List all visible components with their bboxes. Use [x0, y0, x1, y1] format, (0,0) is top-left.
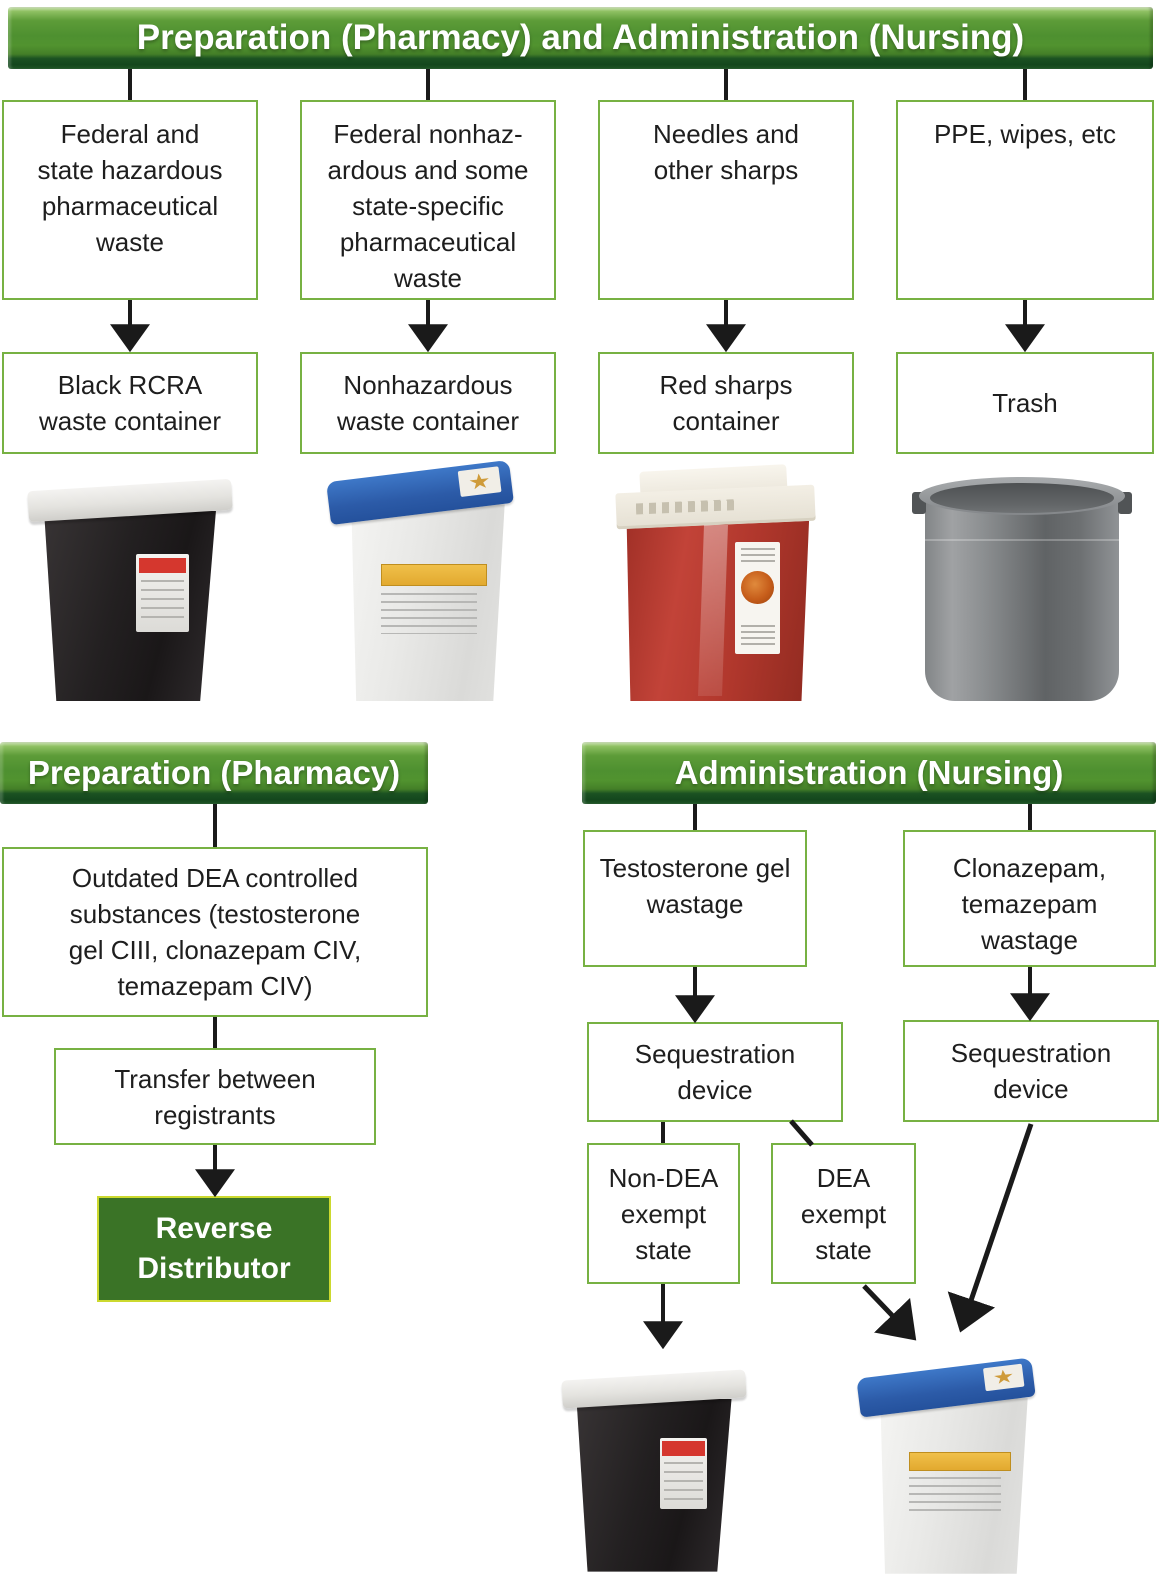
box-red-sharps-container: Red sharps container	[598, 352, 854, 454]
container-label-text	[381, 593, 477, 634]
box-sequestration-device-right: Sequestration device	[903, 1020, 1159, 1122]
stub-device-to-dea	[789, 1119, 814, 1147]
black-rcra-container-image	[27, 468, 233, 706]
biohazard-icon	[741, 570, 775, 604]
can-opening	[929, 482, 1115, 513]
container-label	[136, 553, 190, 633]
container-body	[44, 510, 216, 702]
box-dea-exempt-state: DEA exempt state	[771, 1143, 916, 1284]
black-rcra-container-image-2	[561, 1360, 747, 1576]
banner-preparation-pharmacy: Preparation (Pharmacy)	[0, 742, 428, 804]
box-trash: Trash	[896, 352, 1154, 454]
box-transfer-between-registrants: Transfer between registrants	[54, 1048, 376, 1145]
box-black-rcra-container: Black RCRA waste container	[2, 352, 258, 454]
container-body	[576, 1398, 732, 1572]
box-non-dea-exempt-state: Non-DEA exempt state	[587, 1143, 740, 1284]
box-ppe-wipes: PPE, wipes, etc	[896, 100, 1154, 300]
box-reverse-distributor: Reverse Distributor	[97, 1196, 331, 1302]
box-outdated-dea-substances: Outdated DEA controlled substances (test…	[2, 847, 428, 1017]
gray-trash-can-image	[912, 466, 1132, 706]
lid-tag	[982, 1363, 1025, 1392]
red-sharps-container-image	[612, 464, 828, 706]
star-icon	[469, 472, 491, 491]
box-clonazepam-temazepam-wastage: Clonazepam, temazepam wastage	[903, 830, 1156, 967]
arrow-device-to-white-container	[947, 1123, 1034, 1333]
banner-administration-nursing: Administration (Nursing)	[582, 742, 1156, 804]
box-sequestration-device-left: Sequestration device	[587, 1022, 843, 1122]
nonhazardous-container-image	[326, 459, 530, 706]
star-icon	[993, 1369, 1014, 1386]
box-testosterone-wastage: Testosterone gel wastage	[583, 830, 807, 967]
nonhazardous-container-image-2	[856, 1357, 1052, 1578]
banner-preparation-administration: Preparation (Pharmacy) and Administratio…	[8, 7, 1153, 69]
lid-tag	[457, 466, 502, 497]
arrow-dea-to-white-container	[862, 1284, 917, 1341]
container-label	[908, 1451, 1011, 1471]
container-label	[381, 564, 488, 586]
box-needles-sharps: Needles and other sharps	[598, 100, 854, 300]
box-federal-hazardous-waste: Federal and state hazardous pharmaceutic…	[2, 100, 258, 300]
container-label-text	[908, 1477, 1002, 1514]
box-federal-nonhazardous-waste: Federal nonhaz- ardous and some state-sp…	[300, 100, 556, 300]
container-label	[735, 541, 781, 654]
container-label	[659, 1437, 708, 1510]
can-body	[925, 487, 1119, 702]
box-nonhazardous-container: Nonhazardous waste container	[300, 352, 556, 454]
